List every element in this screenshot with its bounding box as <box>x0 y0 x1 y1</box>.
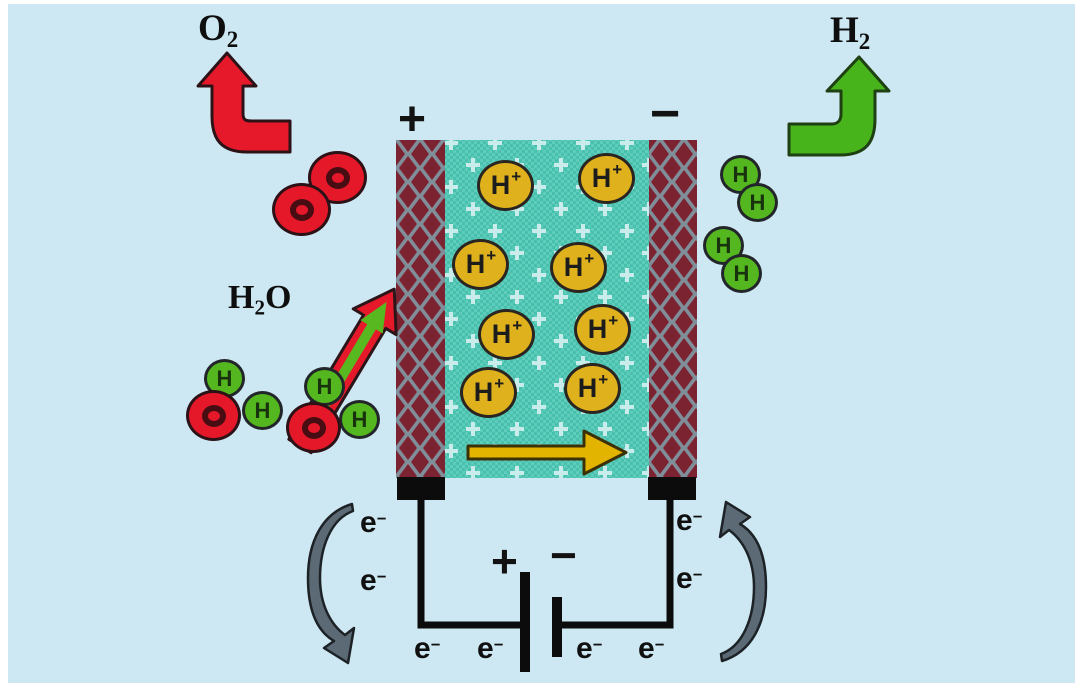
proton-ion: H+ <box>460 367 517 418</box>
electron-label: e− <box>477 632 504 665</box>
hydrogen-atom: H <box>304 367 345 406</box>
proton-ion: H+ <box>550 242 607 293</box>
electron-label: e− <box>676 504 703 537</box>
battery-negative-plate <box>552 597 562 657</box>
hydrogen-atom: H <box>339 400 380 439</box>
battery-positive-sign: + <box>491 535 518 587</box>
proton-ion: H+ <box>564 363 621 414</box>
oxygen-atom-ring <box>201 404 226 427</box>
circuit-wire-left <box>417 499 523 629</box>
electron-flow-arrow-right <box>718 500 768 663</box>
hydrogen-atom: H <box>242 391 283 430</box>
anode-sign: + <box>398 93 427 146</box>
water-label: H2O <box>228 279 292 320</box>
oxygen-atom-ring <box>301 416 326 439</box>
hydrogen-gas-label: H2 <box>830 10 871 54</box>
proton-ion: H+ <box>478 309 535 360</box>
proton-ion: H+ <box>477 160 534 211</box>
cathode-sign: − <box>650 85 681 143</box>
proton-ion: H+ <box>452 239 509 290</box>
electron-label: e− <box>576 632 603 665</box>
electron-label: e− <box>360 506 387 539</box>
cathode-electrode <box>649 140 697 478</box>
electron-label: e− <box>360 564 387 597</box>
oxygen-atom-ring <box>325 166 350 189</box>
hydrogen-atom: H <box>721 254 762 293</box>
battery-negative-sign: − <box>550 529 577 581</box>
proton-flow-arrow <box>466 429 628 476</box>
electron-label: e− <box>638 632 665 665</box>
water-oxygen-atom <box>286 402 341 453</box>
hydrogen-atom: H <box>737 183 778 222</box>
oxygen-molecule-atom <box>272 183 331 236</box>
circuit-wire-right <box>561 499 674 629</box>
electron-flow-arrow-left <box>306 502 356 665</box>
h2-outflow-arrow <box>787 55 891 157</box>
oxygen-gas-label: O2 <box>198 8 239 52</box>
water-oxygen-atom <box>186 390 241 441</box>
anode-electrode <box>396 140 445 478</box>
battery-positive-plate <box>520 572 530 672</box>
electron-label: e− <box>676 562 703 595</box>
proton-ion: H+ <box>578 153 635 204</box>
electron-label: e− <box>414 632 441 665</box>
anode-terminal <box>397 477 445 500</box>
o2-outflow-arrow <box>196 51 292 154</box>
proton-ion: H+ <box>574 304 631 355</box>
cathode-terminal <box>648 477 696 500</box>
oxygen-atom-ring <box>289 198 314 221</box>
